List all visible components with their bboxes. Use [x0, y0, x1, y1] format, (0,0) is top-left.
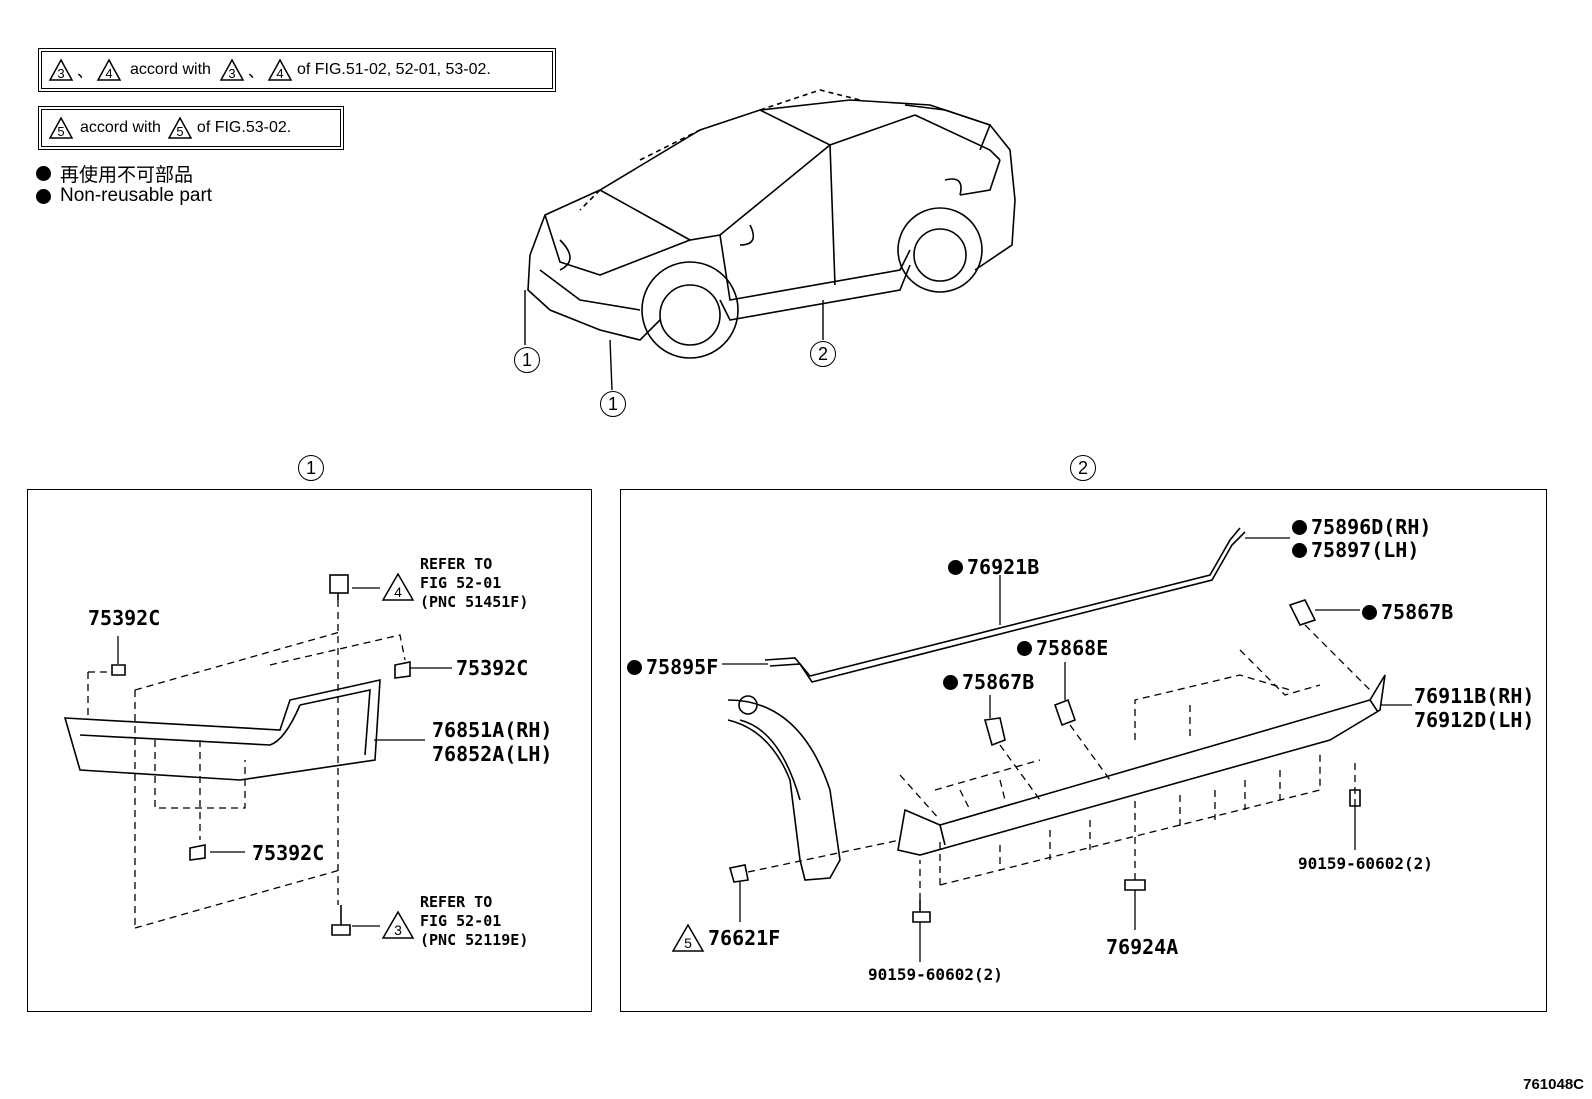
- note-box-2: 5 accord with 5 of FIG.53-02.: [38, 106, 344, 150]
- label-76921b: 76921B: [948, 557, 1039, 577]
- label-76851a: 76851A(RH): [432, 718, 553, 742]
- legend-jp: 再使用不可部品: [36, 160, 193, 187]
- callout-1-overview: 1: [600, 391, 626, 417]
- label-90159-right: 90159-60602(2): [1298, 854, 1433, 873]
- label-75896d: 75896D(RH): [1292, 517, 1431, 537]
- p76621f-tri: 5: [684, 935, 692, 951]
- bullet-dot-icon: [36, 188, 51, 204]
- label-76912d: 76912D(LH): [1414, 708, 1535, 732]
- non-reusable-dot-icon: [943, 675, 958, 690]
- panel-2-title: 2: [1070, 455, 1096, 481]
- ref-top-text: REFER TO FIG 52-01 (PNC 51451F): [420, 555, 529, 611]
- warning-triangle-icon: 4: [267, 58, 293, 81]
- panel-2-side-rocker: [620, 489, 1547, 1012]
- label-75895f: 75895F: [627, 657, 718, 677]
- note-text: accord with: [130, 61, 211, 78]
- label-75868e: 75868E: [1017, 638, 1108, 658]
- warning-triangle-icon: 4: [96, 58, 122, 81]
- svg-text:4: 4: [276, 66, 283, 81]
- note-box-1: 3 、 4 accord with 3 、 4 of FIG.51-02, 52…: [38, 48, 556, 92]
- warning-triangle-icon: 5: [167, 116, 193, 139]
- callout-1-overview: 1: [514, 347, 540, 373]
- callout-2-overview: 2: [810, 341, 836, 367]
- label-75867b-right: 75867B: [1362, 602, 1453, 622]
- figure-code: 761048C: [1523, 1076, 1584, 1093]
- legend-en: Non-reusable part: [36, 185, 212, 207]
- label-76621f: 76621F: [708, 926, 781, 950]
- bullet-dot-icon: [36, 166, 51, 181]
- label-76924a: 76924A: [1106, 935, 1179, 959]
- note-text: of FIG.51-02, 52-01, 53-02.: [296, 61, 491, 78]
- non-reusable-dot-icon: [1292, 543, 1307, 558]
- label-75392c-bottom: 75392C: [252, 841, 325, 865]
- svg-text:3: 3: [57, 66, 64, 81]
- non-reusable-dot-icon: [1017, 641, 1032, 656]
- ref-bottom-text: REFER TO FIG 52-01 (PNC 52119E): [420, 893, 529, 949]
- non-reusable-dot-icon: [1362, 605, 1377, 620]
- note-text: of FIG.53-02.: [196, 119, 292, 136]
- warning-triangle-icon: 3: [219, 58, 245, 81]
- ref-top-tri: 4: [394, 584, 402, 600]
- note-text: accord with: [80, 119, 161, 136]
- label-90159-left: 90159-60602(2): [868, 965, 1003, 984]
- panel-1-title: 1: [298, 455, 324, 481]
- label-76911b: 76911B(RH): [1414, 684, 1535, 708]
- non-reusable-dot-icon: [1292, 520, 1307, 535]
- label-75897: 75897(LH): [1292, 540, 1419, 560]
- label-75867b-left: 75867B: [943, 672, 1034, 692]
- svg-text:3: 3: [228, 66, 235, 81]
- label-76852a: 76852A(LH): [432, 742, 553, 766]
- svg-text:5: 5: [57, 124, 64, 139]
- label-75392c-top: 75392C: [88, 606, 161, 630]
- ref-bottom-tri: 3: [394, 922, 402, 938]
- non-reusable-dot-icon: [948, 560, 963, 575]
- svg-text:5: 5: [176, 124, 183, 139]
- label-75392c-right: 75392C: [456, 656, 529, 680]
- non-reusable-dot-icon: [627, 660, 642, 675]
- panel-1-front-spoiler: [27, 489, 592, 1012]
- warning-triangle-icon: 3: [48, 58, 74, 81]
- warning-triangle-icon: 5: [48, 116, 74, 139]
- svg-text:4: 4: [105, 66, 112, 81]
